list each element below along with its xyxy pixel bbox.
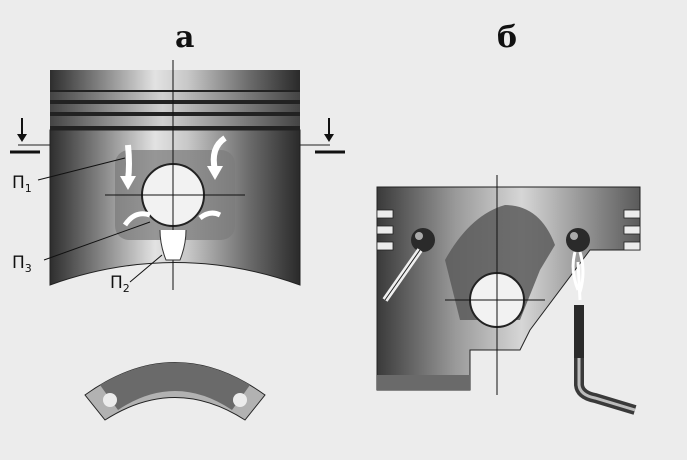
ring-section-inner (100, 362, 250, 410)
p3-label: П3 (12, 253, 32, 275)
oil-spray-icon (571, 251, 585, 301)
ring-groove-2 (50, 104, 300, 112)
piston-crown (50, 70, 300, 90)
down-arrow-icon (315, 118, 345, 154)
p1-label: П1 (12, 173, 32, 195)
oil-gallery-right (566, 228, 590, 252)
oil-jet-nozzle (574, 305, 584, 360)
piston-view-a (10, 60, 345, 426)
ring-groove-3 (50, 116, 300, 126)
drain-slot (159, 229, 187, 261)
p2-label: П2 (110, 273, 130, 295)
view-a-label: а (175, 20, 194, 55)
view-b-label: б (497, 20, 517, 55)
piston-view-b (376, 175, 641, 415)
oil-flow-icon (122, 211, 151, 227)
oil-gallery-left (411, 228, 435, 252)
ring-groove-1 (50, 92, 300, 100)
oil-flow-icon (125, 144, 132, 181)
oil-flow-icon (198, 210, 222, 221)
down-arrow-icon (10, 118, 40, 154)
